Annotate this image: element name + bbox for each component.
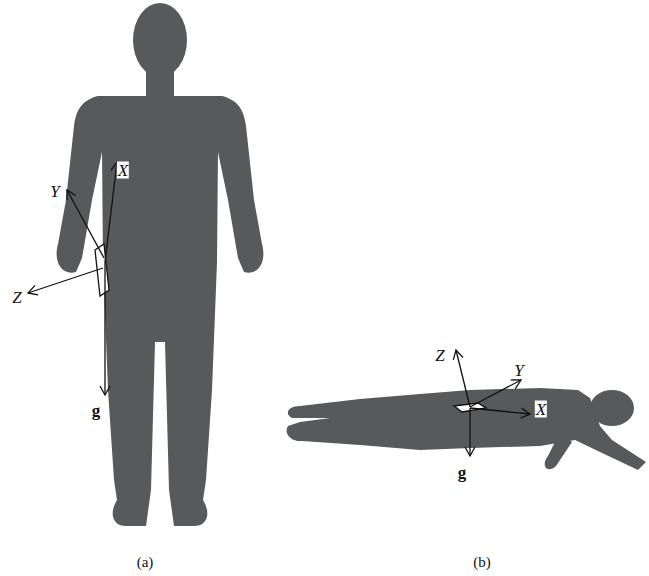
axis-label: Y xyxy=(513,362,524,379)
axis-label: Z xyxy=(434,347,445,364)
panel-label: (a) xyxy=(136,555,155,570)
axis-label: X xyxy=(535,401,547,418)
gravity-label: g xyxy=(457,464,468,481)
gravity-label: g xyxy=(91,402,102,419)
standing-person xyxy=(57,3,264,526)
axis-label: Y xyxy=(49,183,60,200)
axis-label: Z xyxy=(11,289,22,306)
lying-person xyxy=(287,388,646,470)
axis-label: X xyxy=(117,162,129,179)
sensor-axes-a xyxy=(28,162,117,395)
sensor-axes-b xyxy=(454,350,530,456)
panel-label: (b) xyxy=(472,555,492,570)
